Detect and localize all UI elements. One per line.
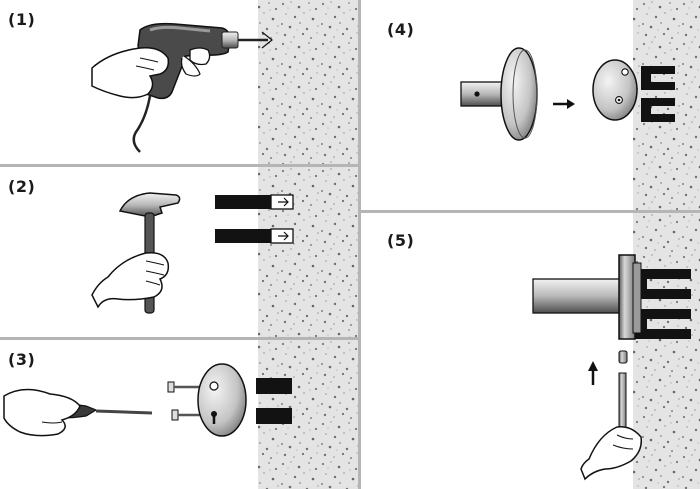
divider-vertical bbox=[358, 0, 361, 489]
wall-anchor-icon bbox=[256, 378, 292, 394]
step-1-label: (1) bbox=[8, 10, 36, 29]
hand-icon bbox=[580, 425, 643, 481]
wall-anchor-icon bbox=[215, 228, 294, 244]
hand-icon bbox=[3, 388, 81, 437]
step-1-illustration bbox=[91, 0, 358, 164]
divider-left-2 bbox=[0, 337, 358, 340]
wall-section bbox=[633, 213, 700, 489]
step-3-illustration bbox=[3, 340, 358, 489]
wall-mount-icon bbox=[532, 254, 642, 340]
step-2-label: (2) bbox=[8, 177, 36, 196]
divider-right-1 bbox=[361, 210, 700, 213]
wall-section bbox=[258, 167, 358, 337]
arrow-up-icon bbox=[588, 361, 598, 385]
step-5-illustration bbox=[532, 213, 700, 489]
step-3-panel: (3) bbox=[0, 340, 358, 489]
step-3-label: (3) bbox=[8, 350, 36, 369]
drill-icon bbox=[132, 22, 273, 153]
step-4-panel: (4) bbox=[361, 0, 700, 210]
wall-anchor-icon bbox=[256, 408, 292, 424]
wall-anchor-icon bbox=[631, 269, 691, 299]
step-5-label: (5) bbox=[387, 231, 415, 250]
divider-left-1 bbox=[0, 164, 358, 167]
wall-anchor-icon bbox=[641, 66, 675, 90]
step-5-panel: (5) bbox=[361, 213, 700, 489]
wall-mount-icon bbox=[592, 59, 638, 121]
arrow-right-icon bbox=[553, 99, 575, 109]
step-4-illustration bbox=[460, 0, 700, 210]
step-4-label: (4) bbox=[387, 20, 415, 39]
wall-section bbox=[258, 0, 358, 164]
step-1-panel: (1) bbox=[0, 0, 358, 164]
step-2-illustration bbox=[91, 167, 358, 337]
wall-mount-icon bbox=[460, 47, 538, 141]
wall-anchor-icon bbox=[215, 194, 294, 210]
wall-anchor-icon bbox=[631, 309, 691, 339]
hand-icon bbox=[91, 251, 170, 309]
hand-icon bbox=[91, 46, 211, 99]
step-2-panel: (2) bbox=[0, 167, 358, 337]
wall-mount-icon bbox=[197, 363, 247, 437]
screw-icon bbox=[618, 350, 628, 364]
wall-anchor-icon bbox=[641, 98, 675, 122]
